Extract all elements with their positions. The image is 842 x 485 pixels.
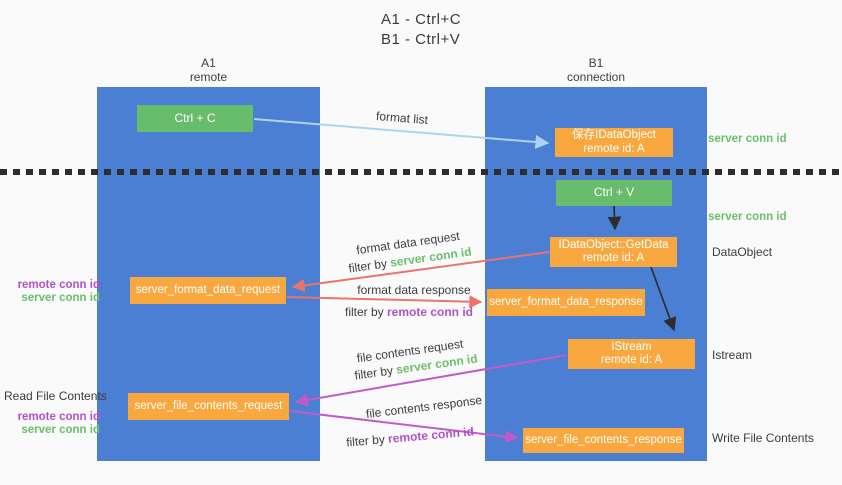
lane-a1-subtitle: remote [189, 70, 228, 84]
title-line-2: B1 - Ctrl+V [380, 31, 461, 48]
file-contents-response-arrow [289, 410, 519, 444]
lane-a1-name: A1 [201, 56, 216, 70]
node-istream: IStream remote id: A [568, 339, 695, 369]
ctrlv-to-getdata-arrow [607, 205, 622, 231]
format-data-response-arrow [286, 295, 483, 309]
node-ctrl-c: Ctrl + C [137, 105, 253, 132]
node-server-file-contents-response: server_file_contents_response [523, 428, 684, 453]
label-read-file-contents: Read File Contents [4, 389, 107, 403]
node-idataobject-getdata-line1: IDataObject::GetData [558, 238, 669, 251]
label-write-file-contents: Write File Contents [712, 431, 814, 445]
label-remote-conn-id-file: remote conn id [17, 411, 100, 423]
node-save-idataobject: 保存IDataObject remote id: A [555, 128, 673, 157]
label-server-conn-id-file: server conn id [21, 424, 100, 436]
lane-header-b1: B1 connection [485, 56, 707, 84]
lane-header-a1: A1 remote [97, 56, 320, 84]
left-conn-ids-format: remote conn id server conn id [8, 279, 100, 305]
node-ctrl-c-label: Ctrl + C [174, 110, 216, 125]
title-line-1: A1 - Ctrl+C [380, 11, 462, 28]
node-istream-line2: remote id: A [600, 354, 663, 366]
node-server-format-data-response-label: server_format_data_response [489, 295, 643, 308]
remote-conn-id-text-1: remote conn id [387, 305, 474, 319]
label-server-conn-id-mid: server conn id [708, 211, 787, 223]
file-contents-request-arrow [294, 354, 568, 407]
label-filter-by-remote-conn-id-1: filter by remote conn id [345, 305, 473, 319]
node-server-format-data-response: server_format_data_response [487, 289, 645, 316]
label-server-conn-id-top: server conn id [708, 133, 787, 145]
label-server-conn-id-format: server conn id [21, 292, 100, 304]
node-save-idataobject-line1: 保存IDataObject [572, 129, 656, 141]
format-data-request-arrow [291, 251, 550, 292]
node-ctrl-v: Ctrl + V [556, 180, 672, 206]
left-conn-ids-file: remote conn id server conn id [8, 411, 100, 437]
label-istream: Istream [712, 348, 753, 362]
node-istream-line1: IStream [611, 340, 652, 353]
node-server-format-data-request-label: server_format_data_request [135, 283, 281, 296]
lane-b1-subtitle: connection [566, 70, 626, 84]
label-dataobject: DataObject [712, 245, 773, 259]
diagram-title: A1 - Ctrl+C B1 - Ctrl+V [0, 10, 842, 50]
dashed-separator-line [0, 169, 842, 175]
label-remote-conn-id-format: remote conn id [17, 279, 100, 291]
label-format-data-response: format data response [357, 283, 471, 297]
node-save-idataobject-line2: remote id: A [583, 142, 645, 155]
node-server-file-contents-response-label: server_file_contents_response [525, 433, 682, 446]
node-server-file-contents-request: server_file_contents_request [128, 393, 289, 420]
node-server-file-contents-request-label: server_file_contents_request [134, 399, 283, 412]
lane-b1-name: B1 [588, 56, 604, 70]
node-idataobject-getdata: IDataObject::GetData remote id: A [550, 237, 677, 267]
filter-by-text-2: filter by [344, 305, 387, 319]
format-list-arrow [253, 118, 550, 149]
node-idataobject-getdata-line2: remote id: A [582, 252, 645, 264]
node-ctrl-v-label: Ctrl + V [593, 185, 635, 200]
getdata-to-istream-arrow [650, 266, 677, 332]
node-server-format-data-request: server_format_data_request [130, 277, 286, 304]
